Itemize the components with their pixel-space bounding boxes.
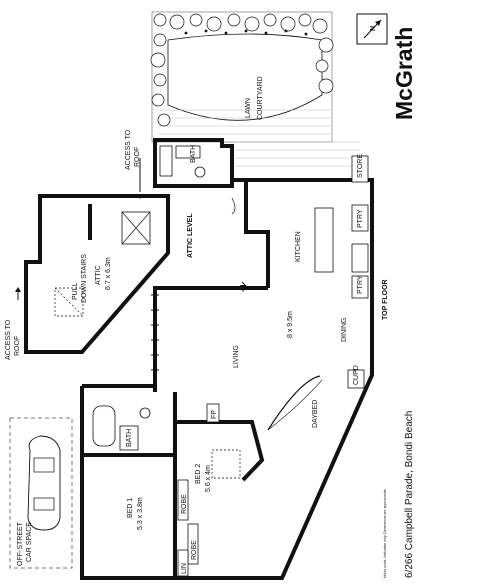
access-top-1: ACCESS TO [125, 129, 132, 170]
attic-level-label: ATTIC LEVEL [187, 213, 194, 258]
attic-level: PULL DOWN STAIRS ATTIC 6.7 x 6.3m ACCESS… [5, 129, 194, 360]
top-floor-label: TOP FLOOR [382, 279, 389, 320]
pantry-label-1: PTRY [357, 209, 364, 228]
bed1-size: 5.3 x 3.8m [137, 497, 144, 530]
bath-top-label: BATH [190, 145, 197, 163]
attic-note-2: DOWN STAIRS [81, 254, 88, 303]
bed2-label: BED 2 [195, 464, 202, 484]
car-label-2: CAR SPACE [26, 522, 33, 562]
disclaimer: Not to scale. Indicative only. Dimension… [383, 488, 387, 578]
compass: N [356, 13, 388, 45]
compass-letter: N [370, 26, 377, 31]
store-label: STORE [357, 154, 364, 178]
living-size: 8 x 9.5m [287, 311, 294, 338]
bath-bottom-label: BATH [126, 429, 133, 447]
car-label-1: OFF-STREET [17, 521, 24, 566]
access-top-2: ROOF [134, 147, 141, 167]
bed1-label: BED 1 [127, 498, 134, 518]
top-floor: BATH [80, 138, 389, 580]
cupd-label: CUPD [353, 365, 360, 385]
courtyard-area: LAWN COURTYARD [150, 11, 360, 167]
attic-name: ATTIC [95, 265, 102, 285]
courtyard-label-2: COURTYARD [257, 76, 264, 120]
attic-note-1: PULL [72, 282, 79, 300]
car-space: OFF-STREET CAR SPACE [9, 417, 73, 569]
dining-label: DINING [341, 318, 348, 343]
courtyard-label-1: LAWN [245, 98, 252, 118]
daybed-label: DAYBED [312, 400, 319, 428]
lin-label: LIN [181, 563, 188, 574]
access-left-2: ROOF [14, 336, 21, 356]
bed2-size: 5.6 x 4m [205, 465, 212, 492]
attic-size: 6.7 x 6.3m [105, 257, 112, 290]
living-label: LIVING [233, 345, 240, 368]
pantry-label-2: PTRY [357, 275, 364, 294]
robe-label-1: ROBE [181, 494, 188, 514]
address: 6/266 Campbell Parade, Bondi Beach [404, 411, 415, 578]
kitchen-label: KITCHEN [295, 231, 302, 262]
fp-label: FP [211, 410, 218, 419]
access-left-1: ACCESS TO [5, 319, 12, 360]
robe-label-2: ROBE [191, 540, 198, 560]
brand-logo: McGrath [391, 27, 417, 120]
